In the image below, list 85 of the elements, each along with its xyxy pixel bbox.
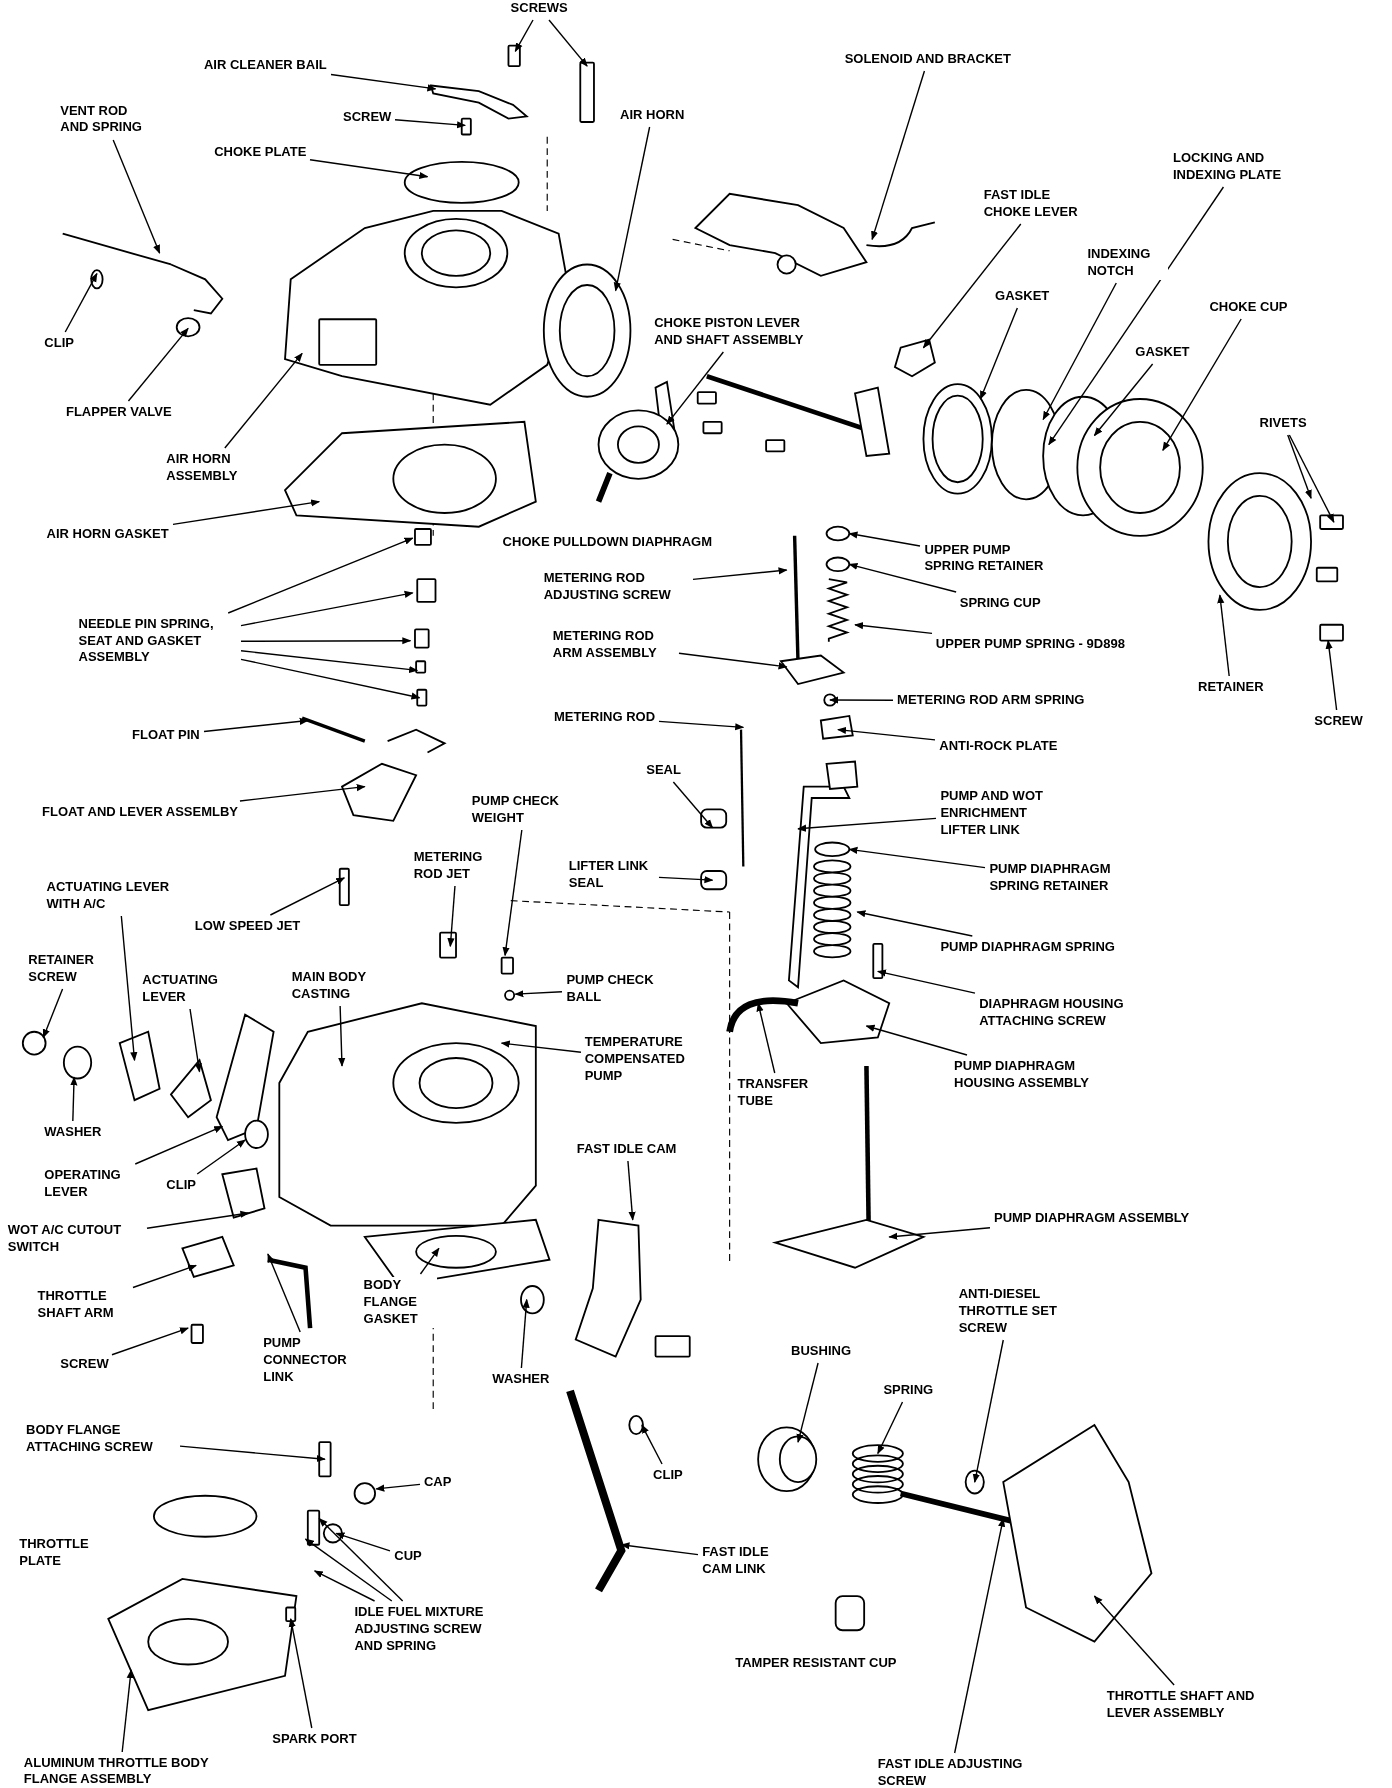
leader-line <box>1162 318 1242 452</box>
leader-line <box>1093 1595 1175 1686</box>
leader-line <box>972 1339 1004 1483</box>
part-label: TAMPER RESISTANT CUP <box>734 1655 898 1673</box>
leader-line <box>658 720 745 731</box>
leader-line <box>269 877 346 916</box>
leader-line <box>627 1160 636 1221</box>
leader-line <box>672 781 714 829</box>
leader-line <box>172 499 321 526</box>
leader-line <box>330 73 437 92</box>
leader-line <box>203 717 309 733</box>
leader-line <box>419 1247 440 1275</box>
leader-line <box>613 126 651 292</box>
leader-line <box>871 70 926 241</box>
leader-line <box>227 537 414 614</box>
leader-line <box>224 352 303 449</box>
leader-line <box>502 829 523 957</box>
leader-line <box>666 351 725 425</box>
leader-line <box>865 1024 968 1056</box>
leader-line <box>877 1401 904 1455</box>
leader-line <box>335 1532 391 1552</box>
leader-line <box>267 1253 301 1333</box>
leader-line <box>146 1210 250 1229</box>
leader-line <box>338 1005 346 1067</box>
leader-line <box>514 990 563 998</box>
leader-line <box>520 1298 530 1369</box>
leader-line <box>658 876 714 884</box>
leader-line <box>500 1040 582 1053</box>
leader-line <box>548 19 588 67</box>
leader-line <box>837 726 936 741</box>
leader-line <box>888 1227 991 1240</box>
leader-line <box>447 885 456 948</box>
leader-line <box>1048 186 1225 446</box>
part-label: INDEXING NOTCH <box>1086 246 1169 281</box>
leader-line <box>1217 594 1230 677</box>
leader-line <box>796 1362 819 1444</box>
part-label: BODY FLANGE GASKET <box>362 1276 437 1328</box>
leader-line <box>1325 639 1338 711</box>
leader-line <box>196 1139 246 1175</box>
leader-line <box>240 650 419 674</box>
leader-line <box>179 1445 326 1463</box>
leader-line <box>239 784 366 802</box>
leader-line <box>240 637 412 645</box>
leader-line <box>120 915 138 1062</box>
leader-line <box>318 1517 404 1602</box>
leader-line <box>42 988 64 1039</box>
leader-line <box>375 1483 421 1492</box>
leader-line <box>112 139 161 254</box>
leader-line <box>309 159 429 180</box>
leader-line <box>240 658 421 700</box>
leader-line <box>797 817 937 832</box>
leader-line <box>134 1125 224 1165</box>
leader-line <box>1287 434 1312 500</box>
leader-line <box>620 1542 699 1556</box>
leader-line <box>876 969 976 994</box>
part-label: THROTTLE PLATE <box>18 1535 90 1570</box>
leader-line <box>641 1424 663 1465</box>
leader-line <box>848 562 957 593</box>
leader-line <box>313 1570 376 1602</box>
leader-line <box>288 1618 313 1729</box>
leader-line <box>127 327 189 402</box>
part-label: CHOKE PULLDOWN DIAPHRAGM <box>501 533 714 551</box>
leader-line <box>394 119 467 129</box>
leader-line <box>692 567 788 581</box>
leader-line <box>854 622 933 635</box>
leader-line <box>848 846 986 869</box>
leader-line <box>132 1264 197 1289</box>
leader-line <box>678 652 788 670</box>
leader-line <box>829 696 894 704</box>
leader-line <box>189 1008 202 1073</box>
leader-line <box>922 223 1022 349</box>
leader-line <box>1288 434 1335 523</box>
leader-line <box>70 1076 78 1122</box>
leader-line <box>64 272 98 333</box>
leader-line <box>1093 363 1154 437</box>
leader-line <box>756 1002 776 1074</box>
leader-line <box>856 910 973 937</box>
leader-line <box>979 307 1019 400</box>
leader-line <box>848 531 921 547</box>
leader-line <box>1042 282 1117 421</box>
leader-line <box>121 1669 134 1753</box>
leader-line <box>514 19 534 53</box>
leader-line <box>240 590 414 627</box>
leader-line <box>111 1327 189 1356</box>
leader-line <box>304 1538 393 1602</box>
